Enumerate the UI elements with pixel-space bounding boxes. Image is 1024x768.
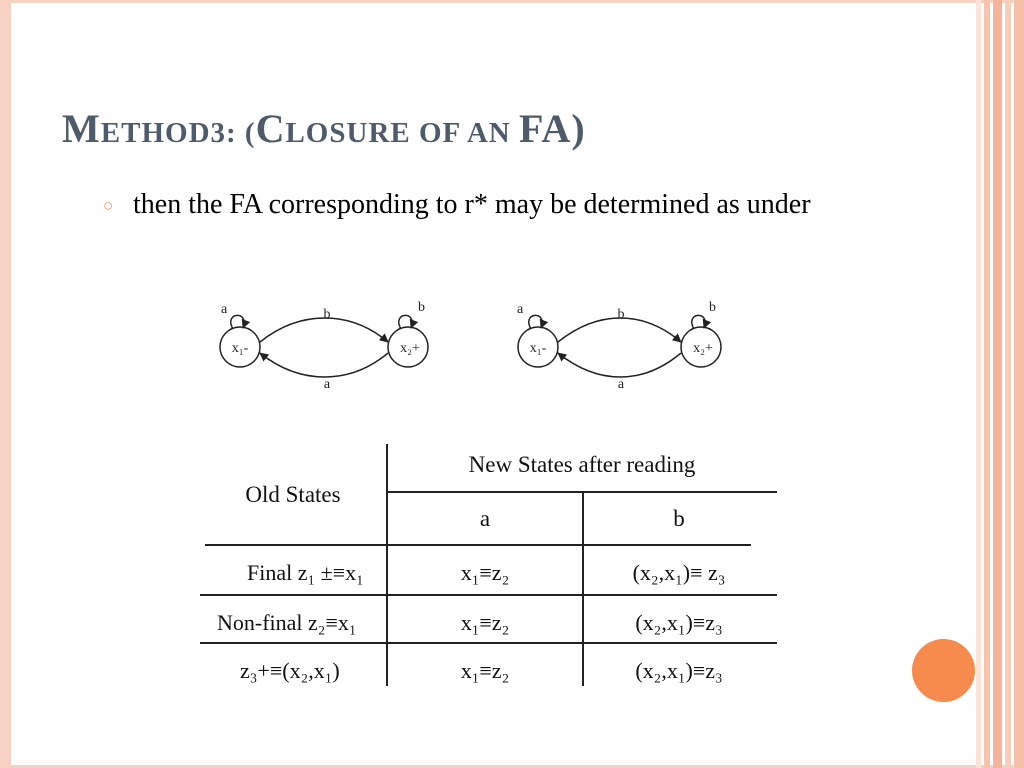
bullet-item: ○ then the FA corresponding to r* may be… <box>103 187 883 225</box>
edge-arrow-top <box>259 317 389 343</box>
table-row: Non-final z₂≡x₁ x₁≡z₂ (x₂,x₁)≡z₃ <box>217 610 723 635</box>
loop-label: b <box>418 300 425 315</box>
edge-arrow-bottom <box>259 352 389 378</box>
table-grid <box>200 444 777 686</box>
state-x2: x₂+ <box>387 314 429 368</box>
state-label: x₁- <box>530 341 547 356</box>
table-row: Final z₁ ±≡x₁ x₁≡z₂ (x₂,x₁)≡ z₃ <box>247 560 725 585</box>
column-header-b: b <box>673 506 685 531</box>
state-x2: x₂+ <box>680 314 722 368</box>
slide-frame-bottom <box>0 765 1024 768</box>
fa-diagram-2: x₁- x₂+ a b b a <box>503 290 743 400</box>
cell-old-state: Final z₁ ±≡x₁ <box>247 560 364 585</box>
loop-arrow <box>691 314 712 330</box>
edge-label: a <box>324 377 331 392</box>
slide-frame-left <box>0 0 11 768</box>
circle-bullet-icon: ○ <box>103 196 114 215</box>
column-header-a: a <box>480 506 490 531</box>
edge-arrow-bottom <box>557 352 682 378</box>
cell-b: (x₂,x₁)≡z₃ <box>635 610 722 635</box>
cell-a: x₁≡z₂ <box>461 610 510 635</box>
state-label: x₁- <box>232 341 249 356</box>
edge-arrow-top <box>557 317 682 343</box>
loop-label: a <box>517 302 524 317</box>
bullet-text: then the FA corresponding to r* may be d… <box>133 189 811 220</box>
slide-frame-top <box>0 0 1024 3</box>
cell-b: (x₂,x₁)≡z₃ <box>635 658 722 683</box>
state-label: x₂+ <box>693 341 713 356</box>
edge-label: b <box>324 307 331 322</box>
state-transition-table: Old States New States after reading a b … <box>195 440 785 690</box>
cell-old-state: z₃+≡(x₂,x₁) <box>240 658 340 683</box>
table-row: z₃+≡(x₂,x₁) x₁≡z₂ (x₂,x₁)≡z₃ <box>240 658 723 683</box>
edge-label: a <box>618 377 625 392</box>
cell-a: x₁≡z₂ <box>461 560 510 585</box>
decorative-dot <box>912 639 975 702</box>
state-x1: x₁- <box>219 314 261 368</box>
header-new-states: New States after reading <box>469 452 696 477</box>
loop-arrow <box>398 314 419 330</box>
slide-title: METHOD3: (CLOSURE OF AN FA) <box>62 106 586 151</box>
edge-label: b <box>618 307 625 322</box>
loop-label: b <box>709 300 716 315</box>
fa-diagram-1: x₁- x₂+ a b b a <box>205 290 445 400</box>
cell-a: x₁≡z₂ <box>461 658 510 683</box>
state-label: x₂+ <box>400 341 420 356</box>
loop-arrow <box>230 314 251 330</box>
cell-old-state: Non-final z₂≡x₁ <box>217 610 357 635</box>
loop-arrow <box>528 314 549 330</box>
state-x1: x₁- <box>517 314 559 368</box>
header-old-states: Old States <box>245 482 340 507</box>
decorative-stripes <box>976 0 1024 768</box>
cell-b: (x₂,x₁)≡ z₃ <box>633 560 726 585</box>
loop-label: a <box>221 302 228 317</box>
